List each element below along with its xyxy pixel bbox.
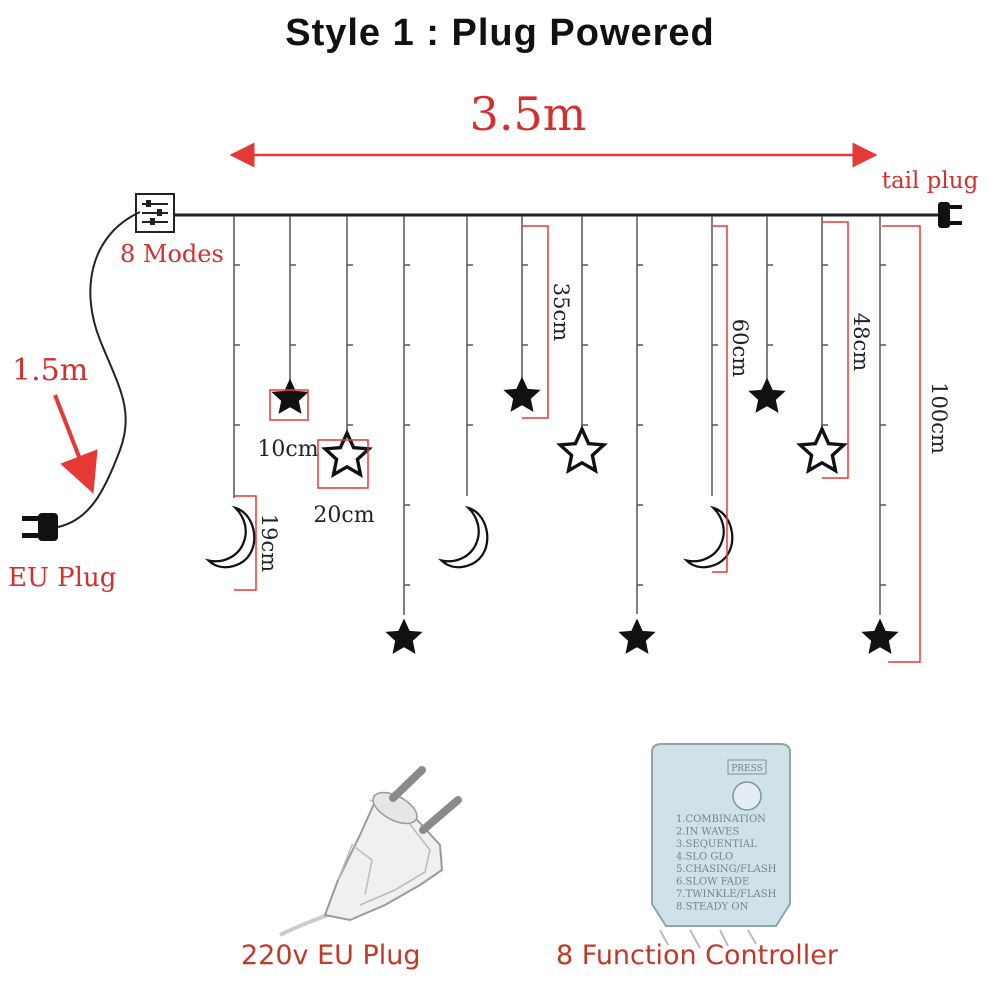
drop-100-label: 100cm	[927, 382, 951, 454]
star-solid-icon	[748, 377, 786, 413]
drop-60-label: 60cm	[728, 319, 752, 377]
star-outline-icon	[558, 427, 606, 473]
controller-mode-item: 3.SEQUENTIAL	[676, 839, 757, 850]
strand-7	[558, 216, 606, 473]
modes-label: 8 Modes	[120, 240, 224, 268]
controller-mode-item: 2.IN WAVES	[676, 827, 739, 838]
dimension-callouts: 10cm 20cm 19cm 35cm 60cm 48cm 100cm	[234, 221, 951, 663]
drop-48-label: 48cm	[849, 313, 873, 371]
small-star-width-label: 10cm	[257, 437, 318, 462]
moon-height-label: 19cm	[257, 514, 281, 572]
controller-caption: 8 Function Controller	[556, 940, 838, 971]
strand-1	[207, 216, 256, 569]
lead-wire	[57, 211, 141, 528]
big-star-width-label: 20cm	[313, 503, 374, 528]
controller-mode-item: 8.STEADY ON	[676, 902, 749, 913]
eu-plug-label: EU Plug	[8, 563, 116, 593]
total-length-label: 3.5m	[470, 87, 587, 141]
star-outline-icon	[798, 427, 846, 473]
strand-5	[440, 216, 489, 569]
page-title: Style 1 : Plug Powered	[285, 12, 715, 54]
eu-plug-caption: 220v EU Plug	[241, 940, 421, 971]
moon-icon	[207, 506, 256, 569]
strand-6	[503, 216, 541, 412]
lead-length-arrow	[53, 394, 98, 494]
moon-icon	[685, 506, 734, 569]
star-solid-icon	[861, 618, 899, 654]
controller-press-button	[732, 781, 762, 811]
strand-9	[685, 216, 734, 569]
tail-plug-label: tail plug	[882, 168, 979, 194]
strand-2	[271, 216, 309, 414]
hanging-strands	[207, 216, 899, 654]
moon-icon	[440, 506, 489, 569]
controller-mode-item: 5.CHASING/FLASH	[676, 864, 777, 875]
strand-10	[748, 216, 786, 413]
strand-3	[323, 216, 371, 477]
total-length-dimension: 3.5m	[229, 87, 878, 168]
controller-mode-item: 6.SLOW FADE	[676, 877, 749, 888]
star-solid-icon	[385, 618, 423, 654]
controller-photo: PRESS 1.COMBINATION 2.IN WAVES3.SEQUENTIA…	[651, 743, 791, 949]
controller-mode-item: 7.TWINKLE/FLASH	[676, 889, 777, 900]
star-solid-icon	[503, 376, 541, 412]
controller-press-label: PRESS	[731, 764, 763, 774]
strand-4	[385, 216, 423, 654]
eu-plug-icon	[22, 513, 58, 541]
lead-length-label: 1.5m	[12, 353, 88, 388]
controller-mode-item: 4.SLO GLO	[676, 852, 733, 863]
star-solid-icon	[271, 378, 309, 414]
strand-8	[618, 216, 656, 654]
tail-plug-icon	[920, 202, 962, 228]
star-solid-icon	[618, 618, 656, 654]
strand-12	[861, 216, 899, 654]
drop-35-label: 35cm	[549, 283, 573, 341]
controller-mode-item: 1.COMBINATION	[676, 814, 766, 825]
controller-box-icon	[135, 193, 175, 233]
eu-plug-photo	[279, 766, 462, 937]
strand-11	[798, 216, 846, 473]
